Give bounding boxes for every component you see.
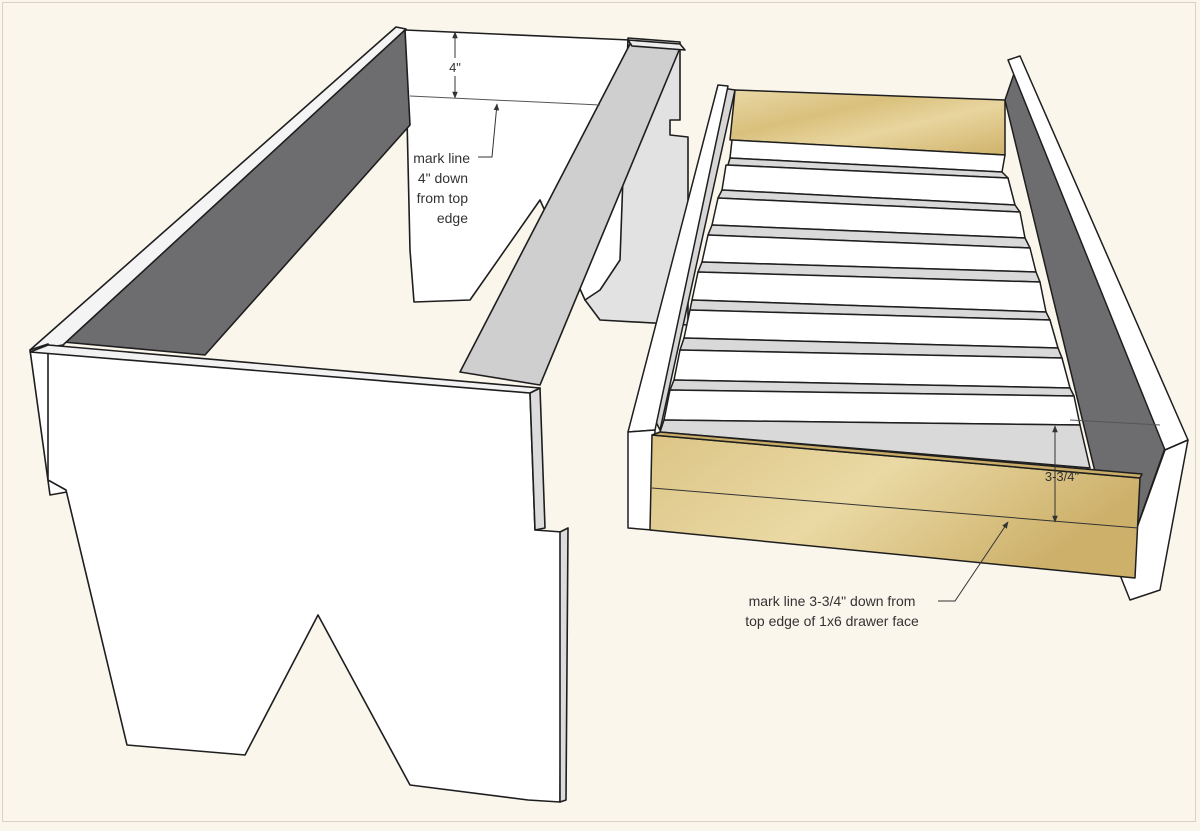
- bench-assembly: [29, 26, 689, 803]
- bench-front-top-edge: [29, 344, 541, 394]
- drawer-dimension: 3-3/4": [1045, 419, 1161, 523]
- bench-front-rail-top: [627, 39, 686, 51]
- drawer-note-line1: mark line 3-3/4" down from: [749, 593, 916, 609]
- drawer-note: mark line 3-3/4" down from top edge of 1…: [745, 521, 1009, 629]
- bench-back-dark-panel: [62, 29, 411, 356]
- drawer-front-face-top: [651, 431, 1143, 479]
- bench-note-line2: 4" down: [418, 170, 468, 186]
- bench-note-line4: edge: [437, 210, 468, 226]
- drawer-slats: [659, 139, 1091, 469]
- drawer-assembly: [627, 55, 1189, 601]
- bench-note-line3: from top: [417, 190, 469, 206]
- bench-dimension: 4": [409, 31, 601, 106]
- bench-note-line1: mark line: [413, 150, 470, 166]
- bench-height-dim-label: 4": [449, 60, 461, 75]
- drawer-dim-label: 3-3/4": [1045, 469, 1080, 484]
- bench-front-panel: [47, 344, 563, 803]
- bench-front-panel-edge-lower: [559, 527, 569, 803]
- drawer-note-line2: top edge of 1x6 drawer face: [745, 613, 919, 629]
- drawer-right-side-end: [1119, 439, 1189, 601]
- bench-note: mark line 4" down from top edge: [413, 103, 500, 226]
